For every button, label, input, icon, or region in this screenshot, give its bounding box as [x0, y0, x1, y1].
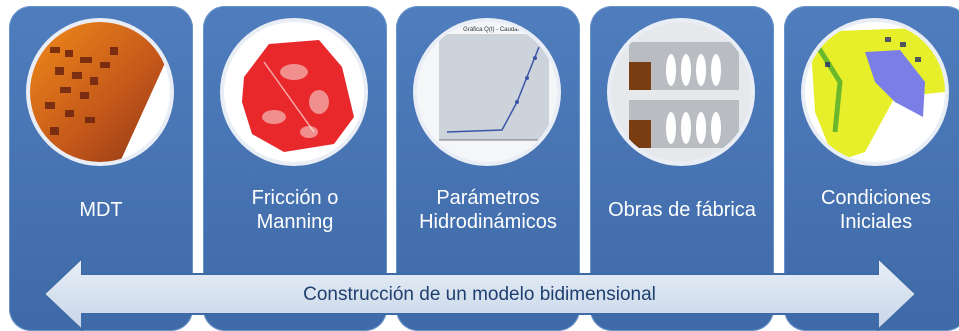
banner-text: Construcción de un modelo bidimensional: [303, 284, 656, 305]
card-label-line: Iniciales: [839, 211, 913, 233]
card-mdt: MDT: [9, 6, 193, 331]
friction-map-icon: [224, 22, 364, 162]
card-label: Parámetros Hidrodinámicos: [396, 186, 580, 234]
card-label: Condiciones Iniciales: [784, 186, 959, 234]
initial-conditions-map-icon: [805, 22, 945, 162]
card-label-line: Manning: [256, 211, 334, 233]
chart-title: Gráfica Q(t) - Caudal: [463, 27, 519, 33]
card-parametros: Gráfica Q(t) - Caudal Parámetros Hidrodi…: [396, 6, 580, 331]
card-label: MDT: [9, 198, 193, 222]
card-friccion: Fricción o Manning: [203, 6, 387, 331]
card-label-line: Fricción o: [251, 187, 339, 209]
card-obras: Obras de fábrica: [590, 6, 774, 331]
card-label-line: Condiciones: [820, 187, 932, 209]
card-label-line: Obras de fábrica: [608, 199, 756, 221]
card-label-line: Hidrodinámicos: [419, 211, 557, 233]
card-label: Fricción o Manning: [203, 186, 387, 234]
elevation-model-map-icon: [30, 22, 170, 162]
culvert-profile-icon: [611, 22, 751, 162]
card-label-line: Parámetros: [436, 187, 540, 209]
card-label-line: MDT: [79, 199, 123, 221]
card-label: Obras de fábrica: [590, 198, 774, 222]
discharge-chart-icon: Gráfica Q(t) - Caudal: [417, 22, 557, 162]
card-condiciones: Condiciones Iniciales: [784, 6, 959, 331]
